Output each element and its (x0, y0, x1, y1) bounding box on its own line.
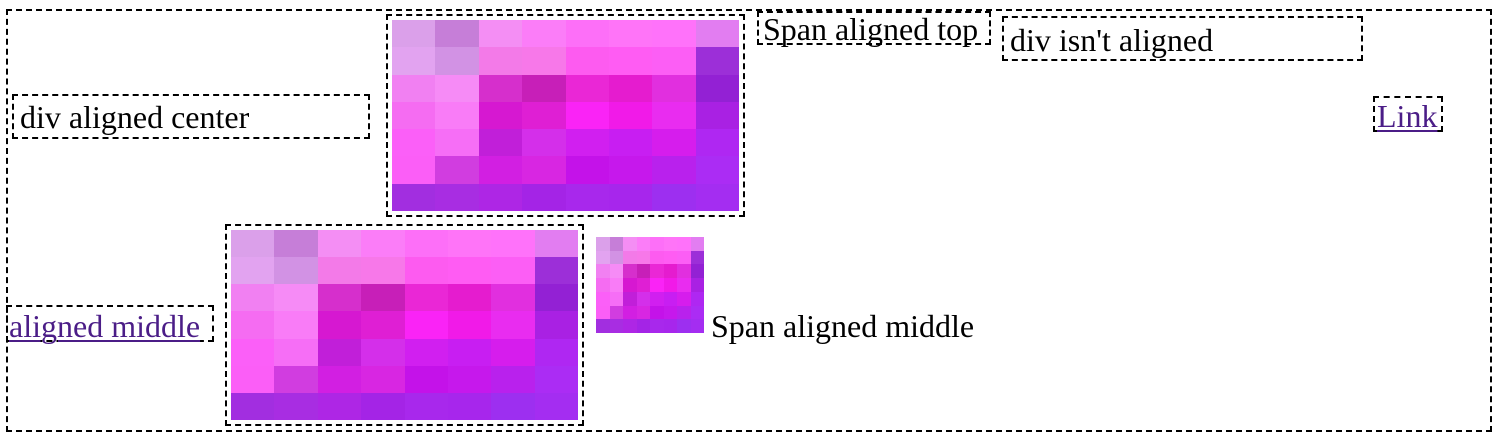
middle-image-frame (225, 224, 584, 426)
link-aligned-middle[interactable]: aligned middle (9, 308, 201, 344)
top-image (392, 20, 739, 211)
link-aligned-middle-frame[interactable]: aligned middle (6, 305, 214, 342)
middle-image (231, 230, 578, 420)
span-aligned-middle: Span aligned middle (711, 308, 975, 344)
span-aligned-top: Span aligned top (757, 11, 991, 45)
link-right-frame[interactable]: Link (1373, 96, 1443, 132)
link-right[interactable]: Link (1377, 98, 1438, 134)
top-image-frame (386, 14, 745, 217)
div-aligned-center: div aligned center (12, 94, 370, 139)
outer-container (6, 9, 1492, 432)
div-aligned-center-text: div aligned center (20, 99, 250, 135)
div-not-aligned: div isn't aligned (1002, 16, 1363, 61)
span-aligned-top-text: Span aligned top (763, 11, 979, 47)
small-image (596, 237, 704, 333)
div-not-aligned-text: div isn't aligned (1010, 22, 1214, 58)
